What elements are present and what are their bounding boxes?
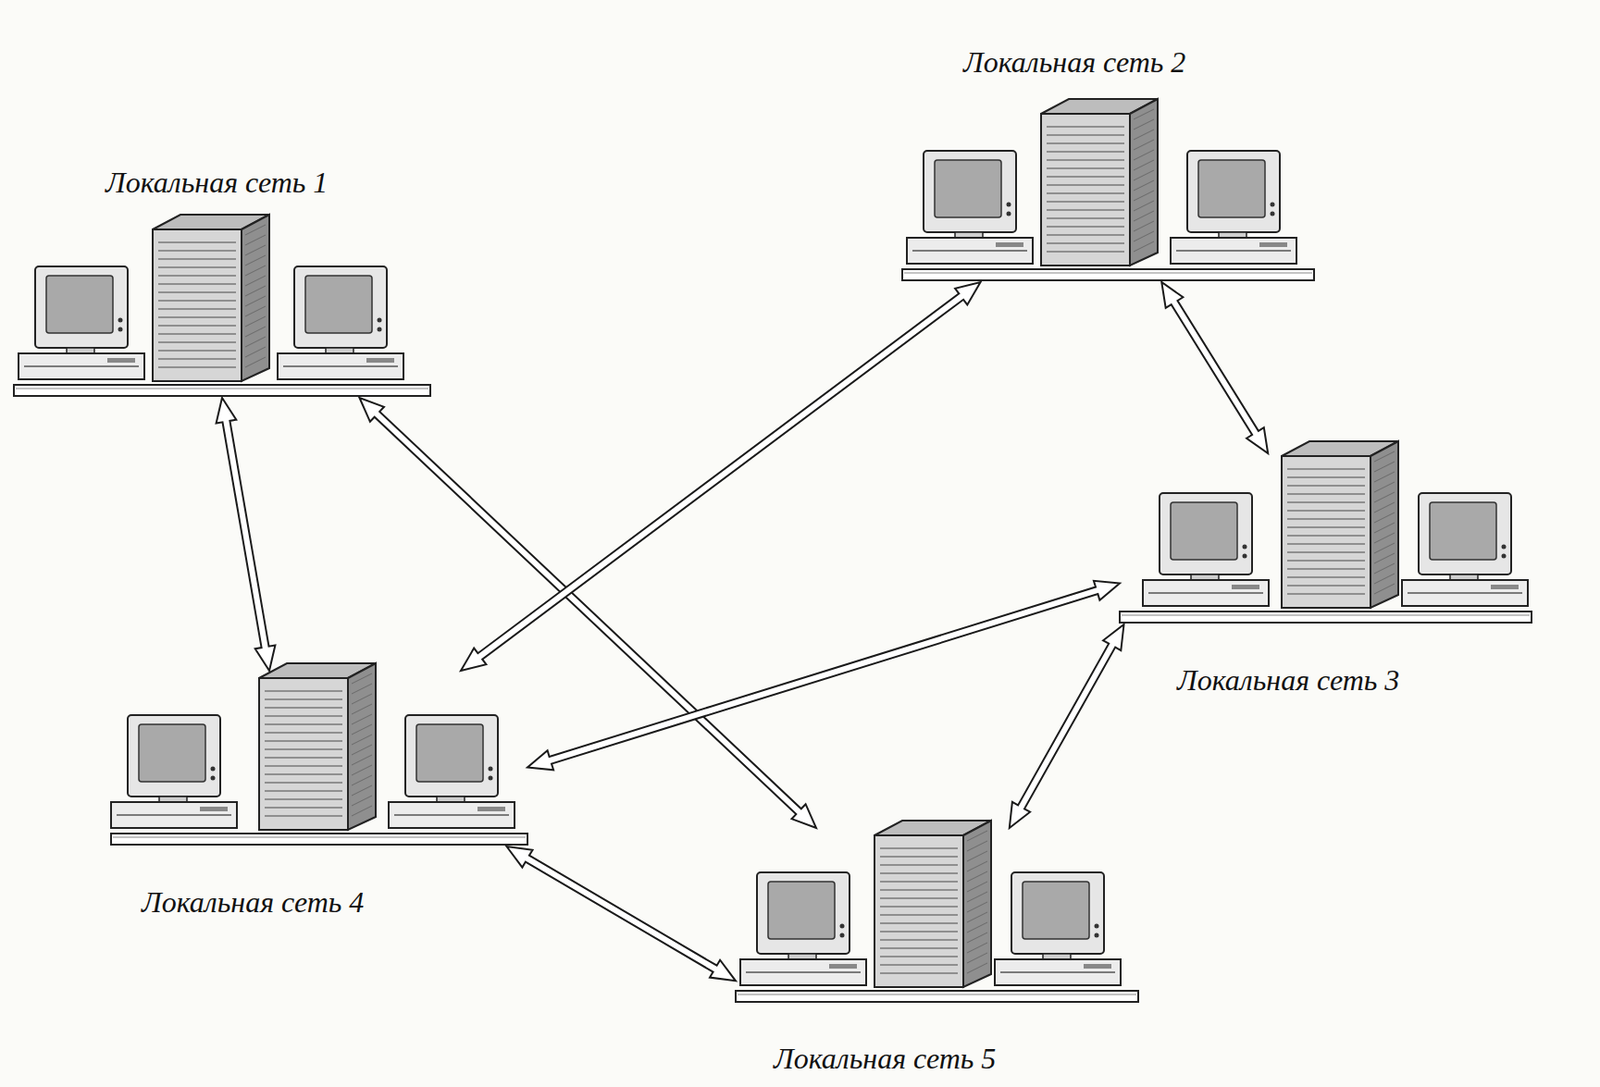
double-arrow	[1161, 282, 1268, 454]
network-label: Локальная сеть 3	[1173, 664, 1403, 697]
network-label: Локальная сеть 2	[959, 46, 1190, 79]
double-arrow	[507, 846, 737, 981]
network-illustration	[13, 249, 431, 398]
network-illustration	[1119, 453, 1532, 625]
local-network: Локальная сеть 1	[13, 249, 431, 398]
double-arrow	[527, 581, 1120, 771]
network-illustration	[735, 828, 1139, 1005]
network-illustration	[902, 115, 1315, 283]
network-label: Локальная сеть 1	[101, 166, 332, 199]
double-arrow	[1009, 624, 1125, 829]
local-network: Локальная сеть 5	[735, 828, 1139, 1005]
double-arrow	[359, 397, 818, 829]
local-network: Локальная сеть 4	[111, 670, 528, 847]
double-arrow	[216, 397, 276, 671]
double-arrow	[460, 282, 981, 671]
local-network: Локальная сеть 3	[1119, 453, 1532, 625]
network-illustration	[111, 670, 528, 847]
local-network: Локальная сеть 2	[902, 115, 1315, 283]
network-label: Локальная сеть 4	[137, 886, 368, 919]
network-label: Локальная сеть 5	[769, 1042, 1000, 1076]
